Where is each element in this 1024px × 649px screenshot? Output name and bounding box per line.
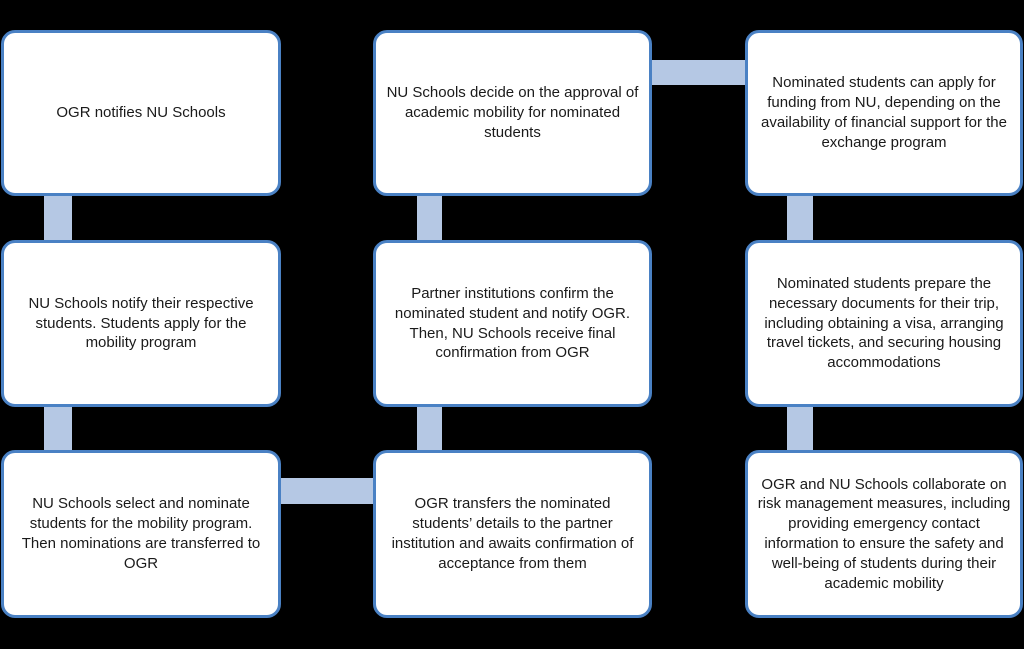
flow-step-risk-management: OGR and NU Schools collaborate on risk m…: [745, 450, 1023, 618]
connector-step4-step5: [417, 401, 442, 457]
flow-step-text: NU Schools notify their respective stude…: [28, 294, 254, 352]
connector-step5-step6: [417, 190, 442, 246]
flow-step-ogr-transfers-details: OGR transfers the nominated students’ de…: [373, 450, 652, 618]
flow-step-text: NU Schools decide on the approval of aca…: [386, 84, 639, 141]
flow-step-nu-schools-notify-students: NU Schools notify their respective stude…: [1, 240, 281, 407]
flow-step-students-prepare-documents: Nominated students prepare the necessary…: [745, 240, 1023, 407]
connector-step3-step4: [275, 478, 379, 504]
flow-step-text: Nominated students can apply for funding…: [761, 74, 1007, 151]
flow-step-text: NU Schools select and nominate students …: [21, 495, 261, 572]
flow-step-students-apply-funding: Nominated students can apply for funding…: [745, 30, 1023, 196]
flow-step-nu-schools-decide-approval: NU Schools decide on the approval of aca…: [373, 30, 652, 196]
flow-step-text: OGR and NU Schools collaborate on risk m…: [757, 475, 1011, 592]
connector-step2-step3: [44, 401, 72, 457]
flow-step-nu-schools-select-nominate: NU Schools select and nominate students …: [1, 450, 281, 618]
flow-step-text: OGR transfers the nominated students’ de…: [391, 495, 634, 572]
connector-step6-step7: [646, 60, 750, 85]
connector-step1-step2: [44, 190, 72, 246]
flow-step-text: Nominated students prepare the necessary…: [764, 275, 1004, 372]
connector-step8-step9: [787, 401, 813, 457]
flow-step-text: OGR notifies NU Schools: [56, 104, 226, 122]
connector-step7-step8: [787, 190, 813, 246]
flow-step-text: Partner institutions confirm the nominat…: [394, 284, 631, 362]
flow-step-ogr-notifies-nu-schools: OGR notifies NU Schools: [1, 30, 281, 196]
flow-step-partner-institutions-confirm: Partner institutions confirm the nominat…: [373, 240, 652, 407]
